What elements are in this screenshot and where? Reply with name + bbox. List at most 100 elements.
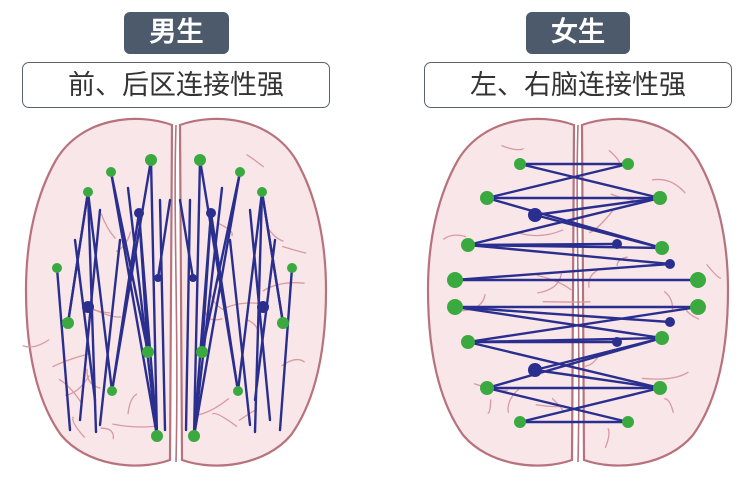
- green-node: [145, 154, 157, 166]
- green-node: [655, 331, 669, 345]
- green-node: [480, 191, 494, 205]
- connection-line: [149, 158, 159, 438]
- gyrus-fold: [281, 245, 307, 254]
- navy-node: [82, 301, 94, 313]
- green-node: [514, 416, 526, 428]
- gyrus-fold: [651, 178, 686, 194]
- green-node: [151, 430, 163, 442]
- gyrus-fold: [127, 393, 138, 415]
- connection-line: [184, 198, 192, 432]
- green-node: [622, 416, 634, 428]
- green-node: [235, 167, 245, 177]
- green-node: [257, 187, 267, 197]
- connection-line: [453, 262, 672, 282]
- gyrus-fold: [664, 398, 674, 413]
- navy-node: [257, 301, 269, 313]
- connection-line: [466, 305, 700, 344]
- gyrus-fold: [536, 274, 572, 291]
- female-brain-icon: [426, 117, 730, 467]
- connection-line: [518, 386, 662, 424]
- connection-line: [192, 158, 202, 438]
- navy-node: [612, 239, 622, 249]
- male-tag: 男生: [124, 12, 229, 54]
- green-node: [196, 346, 208, 358]
- green-node: [461, 335, 475, 349]
- green-node: [461, 238, 475, 252]
- connection-line: [137, 211, 150, 354]
- gyrus-fold: [204, 311, 223, 321]
- connection-line: [278, 266, 294, 432]
- gyrus-fold: [86, 368, 101, 389]
- gyrus-fold: [501, 144, 524, 151]
- connection-line: [466, 243, 672, 266]
- green-node: [106, 167, 116, 177]
- connection-line: [178, 198, 195, 280]
- green-node: [480, 381, 494, 395]
- gyrus-fold: [245, 154, 265, 168]
- green-node: [690, 299, 706, 315]
- connection-line: [485, 386, 630, 424]
- connection-line: [192, 186, 224, 438]
- connection-line: [73, 238, 97, 402]
- green-node: [233, 386, 243, 396]
- connection-line: [533, 213, 664, 250]
- gyrus-fold: [442, 234, 467, 240]
- green-node: [83, 187, 93, 197]
- connection-line: [533, 196, 662, 217]
- navy-node: [206, 208, 216, 218]
- navy-node: [665, 317, 675, 327]
- connection-line: [453, 305, 672, 324]
- connection-line: [55, 266, 72, 432]
- connection-line: [533, 368, 662, 390]
- gyrus-fold: [641, 371, 689, 380]
- gyrus-fold: [604, 427, 610, 449]
- green-node: [142, 346, 154, 358]
- green-node: [62, 317, 74, 329]
- gyrus-fold: [72, 416, 86, 439]
- connection-line: [533, 336, 664, 372]
- gyrus-fold: [507, 388, 520, 414]
- connection-line: [466, 242, 619, 247]
- gyrus-fold: [92, 309, 111, 314]
- connection-line: [228, 238, 252, 427]
- green-node: [188, 430, 200, 442]
- gyrus-fold: [706, 263, 722, 280]
- green-node: [655, 241, 669, 255]
- male-caption: 前、后区连接性强: [22, 62, 330, 108]
- gyrus-fold: [537, 273, 563, 294]
- gyrus-fold: [518, 229, 564, 237]
- gyrus-fold: [589, 208, 615, 234]
- green-node: [447, 299, 463, 315]
- male-brain-icon: [22, 117, 328, 467]
- navy-node: [665, 259, 675, 269]
- navy-node: [189, 274, 197, 282]
- gyrus-fold: [211, 412, 238, 428]
- green-node: [690, 272, 706, 288]
- connection-line: [518, 162, 662, 200]
- connection-line: [253, 238, 277, 402]
- navy-node: [528, 208, 542, 222]
- connection-line: [158, 198, 167, 432]
- connection-line: [78, 208, 102, 422]
- connection-line: [248, 208, 272, 422]
- green-node: [653, 381, 667, 395]
- green-node: [653, 191, 667, 205]
- gyrus-fold: [112, 423, 159, 428]
- gyrus-fold: [22, 339, 50, 348]
- connection-line: [192, 170, 242, 438]
- connection-line: [126, 186, 159, 438]
- navy-node: [528, 363, 542, 377]
- green-node: [447, 272, 463, 288]
- green-node: [52, 263, 62, 273]
- hemisphere-outline: [178, 117, 328, 467]
- connection-line: [156, 198, 172, 280]
- green-node: [107, 386, 117, 396]
- gyrus-fold: [262, 282, 305, 292]
- connection-line: [453, 305, 664, 340]
- female-tag: 女生: [526, 12, 630, 54]
- navy-node: [612, 337, 622, 347]
- connection-line: [98, 238, 122, 427]
- female-caption: 左、右脑连接性强: [424, 62, 732, 108]
- navy-node: [154, 274, 162, 282]
